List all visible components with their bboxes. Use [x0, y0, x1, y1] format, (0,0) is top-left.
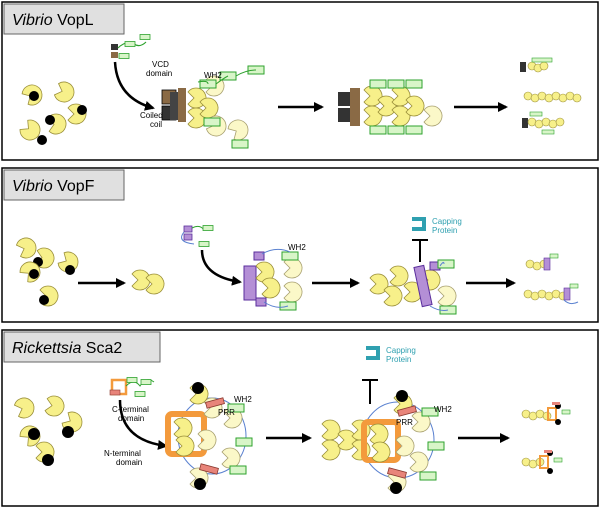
panel-vopl: Vibrio VopL	[1, 1, 599, 161]
label-wh2: WH2	[234, 395, 252, 404]
label-prr: PRR	[396, 418, 413, 427]
label-capping-protein: Capping Protein	[432, 217, 464, 235]
label-wh2: WH2	[288, 243, 306, 252]
vopl-molecule	[111, 34, 151, 59]
vopf-molecule	[181, 225, 214, 247]
actin-monomers	[17, 79, 87, 145]
label-wh2: WH2	[434, 405, 452, 414]
label-n-terminal-domain: N-terminal domain	[104, 449, 143, 467]
vopl-filament	[338, 79, 443, 135]
panel-border	[1, 167, 599, 323]
panel-title: Vibrio VopF	[12, 178, 95, 195]
label-wh2: WH2	[204, 71, 222, 80]
binding-arrow	[113, 61, 155, 111]
sca2-actin-complex	[165, 382, 253, 490]
actin-dimer	[131, 269, 165, 295]
label-capping-protein: Capping Protein	[386, 346, 418, 364]
panel-sca2: Rickettsia Sca2 C-terminal domain	[1, 329, 599, 507]
capping-protein-icon	[412, 217, 426, 231]
label-vcd-domain: VCD domain	[146, 60, 172, 78]
panel-vopf: Vibrio VopF	[1, 167, 599, 323]
sca2-molecule	[109, 377, 155, 397]
actin-monomers	[14, 234, 83, 307]
sca2-products	[521, 402, 571, 474]
label-coiled-coil: Coiled coil	[140, 111, 165, 129]
vopf-filament	[369, 259, 457, 315]
panel-border	[1, 1, 599, 161]
actin-monomers	[12, 394, 87, 466]
binding-arrow	[118, 399, 168, 450]
vopl-actin-complex	[161, 65, 265, 149]
vopf-products	[523, 253, 579, 305]
capping-protein-icon	[366, 346, 380, 360]
label-c-terminal-domain: C-terminal domain	[112, 405, 151, 423]
filament	[523, 91, 582, 103]
vopl-products	[520, 57, 582, 135]
panel-header	[3, 169, 125, 201]
sca2-filament	[321, 390, 445, 494]
vopf-actin-complex	[243, 248, 303, 311]
panel-header	[3, 3, 125, 35]
label-prr: PRR	[218, 408, 235, 417]
panel-title: Rickettsia Sca2	[12, 340, 122, 357]
panel-title: Vibrio VopL	[12, 12, 94, 29]
panel-border	[1, 329, 599, 507]
binding-arrow	[200, 249, 242, 286]
filament	[522, 111, 565, 135]
panel-header	[3, 331, 161, 363]
